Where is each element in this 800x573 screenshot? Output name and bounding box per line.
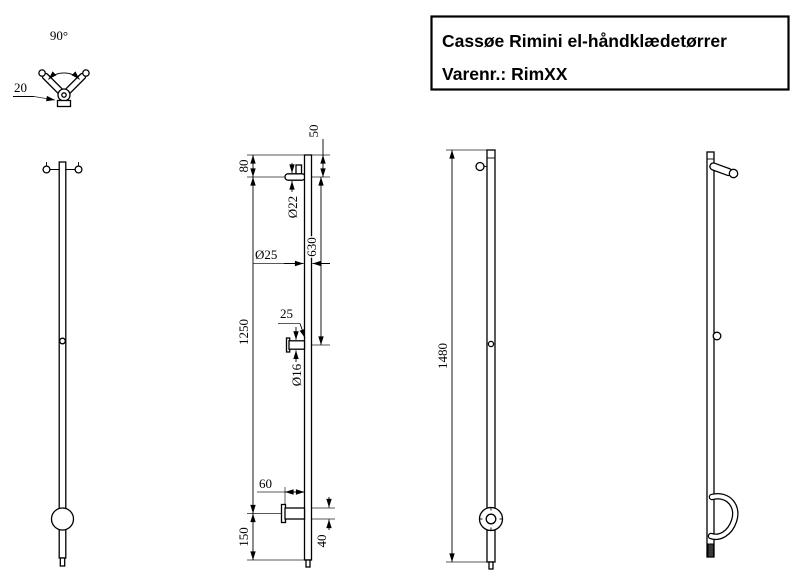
bracket-width-dimension bbox=[13, 95, 56, 102]
bracket-width-label: 20 bbox=[14, 80, 27, 95]
towel-bar-left-icon bbox=[38, 69, 65, 96]
bar-end-left bbox=[42, 165, 51, 174]
valve-arm bbox=[284, 507, 306, 520]
dim-bar-diameter: Ø22 bbox=[285, 196, 300, 218]
view-side-right bbox=[706, 151, 739, 558]
dim-bottom-width: 60 bbox=[259, 476, 272, 491]
dim-mid-offset: 25 bbox=[280, 306, 293, 321]
bracket-hub-center bbox=[61, 92, 67, 98]
element-stub bbox=[488, 561, 494, 570]
bar-end-right bbox=[74, 165, 83, 174]
cable-hook-inner bbox=[709, 494, 738, 539]
dim-rail-length: 1250 bbox=[236, 319, 251, 345]
dial-ticks bbox=[479, 507, 503, 531]
detail-view-top: 90° 20 bbox=[13, 27, 90, 108]
heating-element bbox=[707, 543, 714, 558]
dim-bar-to-mid: 630 bbox=[304, 237, 319, 257]
product-title: Cassøe Rimini el-håndklædetørrer bbox=[442, 31, 727, 51]
dimensions: 80 1250 150 50 630 Ø22 Ø25 25 bbox=[235, 123, 332, 560]
thermostat-dial-center bbox=[485, 513, 497, 525]
view-side-dimensioned: 80 1250 150 50 630 Ø22 Ø25 25 bbox=[235, 123, 335, 568]
mid-mount bbox=[487, 340, 495, 348]
dim-total-height: 1480 bbox=[435, 343, 450, 369]
dim-top-offset: 80 bbox=[236, 160, 251, 173]
bar-end-knob bbox=[728, 168, 739, 179]
angle-arc bbox=[48, 71, 80, 80]
view-front-total: 1480 bbox=[434, 149, 504, 570]
dim-top-right: 50 bbox=[306, 125, 321, 138]
view-front-plain bbox=[42, 161, 83, 567]
angle-dimension-label: 90° bbox=[50, 28, 68, 43]
mid-mount-arm bbox=[288, 340, 306, 350]
rail-body bbox=[303, 154, 313, 561]
dim-mount-diameter: Ø16 bbox=[289, 363, 304, 386]
towel-bar-side bbox=[284, 173, 306, 181]
mid-mount bbox=[712, 331, 722, 341]
element-stub bbox=[305, 559, 311, 568]
dim-rail-diameter: Ø25 bbox=[255, 247, 277, 262]
dim-bottom-offset: 150 bbox=[236, 527, 251, 547]
element-stub bbox=[59, 557, 66, 567]
rail-body bbox=[486, 149, 496, 563]
bottom-escutcheon bbox=[50, 507, 75, 531]
dim-bracket-height: 40 bbox=[314, 535, 329, 548]
rail-body bbox=[58, 161, 67, 559]
product-number: Varenr.: RimXX bbox=[442, 64, 568, 84]
top-knob bbox=[475, 161, 485, 172]
title-block-border bbox=[430, 15, 790, 91]
wall-plate bbox=[56, 99, 72, 108]
mid-mount bbox=[59, 337, 66, 345]
title-block: Cassøe Rimini el-håndklædetørrer Varenr.… bbox=[430, 15, 790, 91]
